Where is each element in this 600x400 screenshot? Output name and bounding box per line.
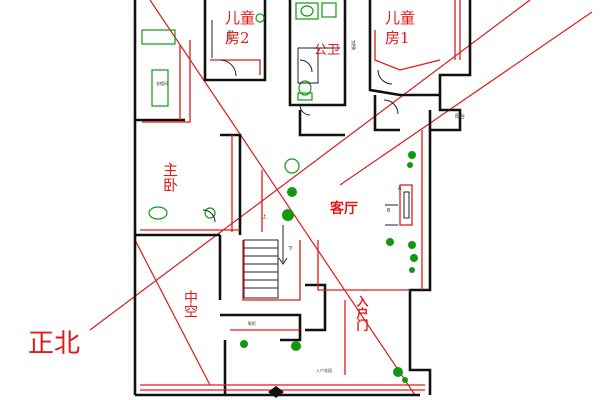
red-partitions: [140, 0, 461, 391]
plant-icon: [240, 340, 248, 348]
doors: [202, 59, 399, 223]
child-room-2-text: 儿童: [225, 9, 255, 27]
room-label-child-room-1: 儿童房1: [385, 9, 415, 47]
plant-icon: [407, 151, 416, 168]
stair-up-label: 上: [262, 213, 267, 220]
plant-icon: [408, 241, 418, 273]
north-direction-label: 正北: [28, 329, 80, 359]
plant-icon: [386, 238, 394, 246]
sofa-mark: A: [398, 186, 402, 192]
table-mark: B: [387, 208, 391, 214]
corridor-label: 过道: [350, 39, 356, 51]
room-label-line: 房2: [225, 29, 250, 47]
room-label-entrance: 入户门: [355, 295, 369, 332]
living-room-furniture: A B: [385, 184, 413, 226]
bathroom-fixtures: [141, 2, 340, 220]
direction-lines: [89, 0, 593, 396]
plant-icon: [282, 209, 294, 221]
tv-cabinet-label: 电视柜: [227, 30, 233, 42]
balcony-label: 阳台: [455, 113, 465, 120]
entrance-marker: 入户花园 鞋柜: [248, 320, 332, 398]
staircase: 上 下: [243, 213, 293, 299]
storage-label: 衣帽间: [156, 80, 168, 86]
room-label-master-bedroom: 主卧: [161, 162, 179, 192]
stair-down-label: 下: [288, 246, 293, 252]
outer-walls: [133, 0, 472, 397]
shoe-cabinet-label: 鞋柜: [248, 320, 256, 326]
entry-hall-label: 入户花园: [316, 367, 332, 373]
room-label-child-room-2: 儿童房2: [225, 9, 255, 47]
room-label-living-room: 客厅: [329, 200, 358, 217]
room-label-line: 房1: [385, 29, 410, 47]
room-label-bathroom: 公卫: [314, 43, 340, 58]
closet: 衣帽间 电视柜: [151, 20, 233, 107]
room-label-courtyard: 中空: [182, 290, 198, 318]
plant-icon: [393, 367, 408, 383]
plant-icon: [291, 341, 301, 351]
child-room-1-text: 儿童: [385, 9, 415, 27]
plants: [240, 151, 418, 383]
plant-icon: [284, 158, 300, 197]
